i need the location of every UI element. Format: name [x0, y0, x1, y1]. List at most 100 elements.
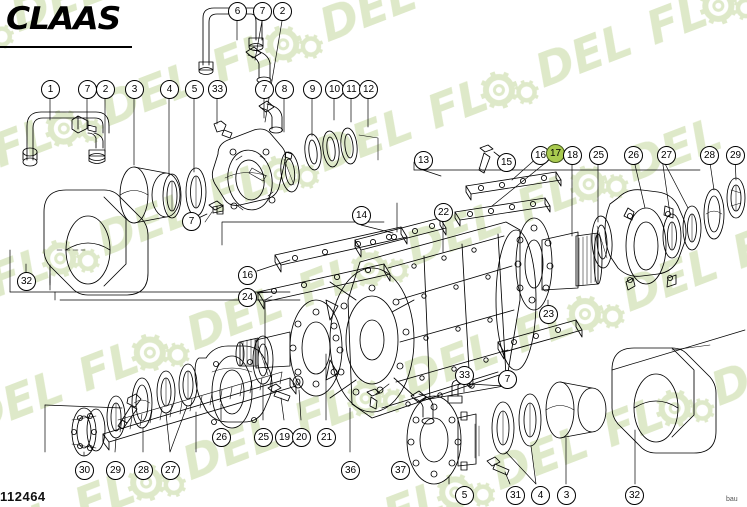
- callout-33[interactable]: 33: [208, 80, 227, 99]
- callout-28[interactable]: 28: [134, 461, 153, 480]
- part-16-raspbar-upper-a: [465, 171, 562, 201]
- callout-label: 18: [566, 149, 579, 161]
- part-7-fitting-a: [71, 115, 97, 134]
- callout-28[interactable]: 28: [700, 146, 719, 165]
- callout-label: 4: [537, 489, 544, 501]
- callout-7[interactable]: 7: [78, 80, 97, 99]
- callout-4[interactable]: 4: [531, 486, 550, 505]
- callout-2[interactable]: 2: [273, 2, 292, 21]
- callout-label: 3: [131, 83, 138, 95]
- callout-31[interactable]: 31: [506, 486, 525, 505]
- callout-15[interactable]: 15: [497, 153, 516, 172]
- callout-label: 12: [362, 83, 375, 95]
- callout-5[interactable]: 5: [455, 486, 474, 505]
- callout-25[interactable]: 25: [254, 428, 273, 447]
- callout-12[interactable]: 12: [359, 80, 378, 99]
- callout-7[interactable]: 7: [498, 370, 517, 389]
- callout-label: 13: [417, 154, 430, 166]
- callout-22[interactable]: 22: [434, 203, 453, 222]
- callout-26[interactable]: 26: [624, 146, 643, 165]
- callout-21[interactable]: 21: [317, 428, 336, 447]
- callout-36[interactable]: 36: [341, 461, 360, 480]
- callout-25[interactable]: 25: [589, 146, 608, 165]
- part-2-elbow-a: [87, 132, 106, 164]
- callout-label: 5: [191, 83, 198, 95]
- callout-29[interactable]: 29: [106, 461, 125, 480]
- callout-4[interactable]: 4: [160, 80, 179, 99]
- callout-label: 7: [84, 83, 91, 95]
- part-7-fitting-bottom: [212, 204, 224, 214]
- callout-3[interactable]: 3: [557, 486, 576, 505]
- callout-label: 2: [102, 83, 109, 95]
- callout-label: 16: [534, 149, 547, 161]
- callout-label: 20: [295, 431, 308, 443]
- callout-30[interactable]: 30: [75, 461, 94, 480]
- callout-label: 28: [703, 149, 716, 161]
- callout-37[interactable]: 37: [391, 461, 410, 480]
- callout-7[interactable]: 7: [182, 212, 201, 231]
- corner-code: bau: [726, 496, 738, 503]
- callout-label: 27: [660, 149, 673, 161]
- part-32-housing-left: [43, 189, 149, 296]
- callout-3[interactable]: 3: [125, 80, 144, 99]
- part-3-bushing: [119, 166, 181, 224]
- part-10-ring: [304, 133, 322, 171]
- callout-label: 37: [394, 464, 407, 476]
- callout-18[interactable]: 18: [563, 146, 582, 165]
- callout-label: 14: [355, 209, 368, 221]
- callout-9[interactable]: 9: [303, 80, 322, 99]
- callout-32[interactable]: 32: [625, 486, 644, 505]
- part-29-bearing-right: [726, 177, 746, 219]
- callout-33[interactable]: 33: [455, 366, 474, 385]
- document-code: 112464: [0, 489, 46, 504]
- part-5-seal: [185, 167, 207, 217]
- part-32-housing-right: [611, 347, 717, 454]
- part-26-bearing-housing-right: [604, 189, 687, 291]
- part-12-ring: [340, 127, 358, 165]
- part-30-bearing: [71, 407, 106, 457]
- callout-23[interactable]: 23: [539, 305, 558, 324]
- callout-8[interactable]: 8: [275, 80, 294, 99]
- callout-7[interactable]: 7: [253, 2, 272, 21]
- callout-1[interactable]: 1: [41, 80, 60, 99]
- callout-24[interactable]: 24: [238, 288, 257, 307]
- callout-13[interactable]: 13: [414, 151, 433, 170]
- callout-2[interactable]: 2: [96, 80, 115, 99]
- callout-14[interactable]: 14: [352, 206, 371, 225]
- callout-27[interactable]: 27: [657, 146, 676, 165]
- callout-label: 8: [281, 83, 288, 95]
- part-28-ring-right: [703, 188, 725, 240]
- callout-label: 7: [261, 83, 268, 95]
- callout-26[interactable]: 26: [212, 428, 231, 447]
- part-5-flange-hub: [406, 395, 480, 485]
- callout-label: 21: [320, 431, 333, 443]
- callout-label: 23: [542, 308, 555, 320]
- callout-7[interactable]: 7: [255, 80, 274, 99]
- callout-label: 15: [500, 156, 513, 168]
- callout-label: 9: [309, 83, 316, 95]
- brand-name: CLAAS: [6, 1, 121, 37]
- callout-5[interactable]: 5: [185, 80, 204, 99]
- callout-label: 33: [211, 83, 224, 95]
- callout-label: 29: [729, 149, 742, 161]
- callout-label: 16: [241, 269, 254, 281]
- part-3-bushing-lower: [545, 381, 607, 439]
- callout-6[interactable]: 6: [228, 2, 247, 21]
- callout-label: 29: [109, 464, 122, 476]
- callout-label: 28: [137, 464, 150, 476]
- callout-label: 7: [259, 5, 266, 17]
- callout-32[interactable]: 32: [17, 272, 36, 291]
- callout-20[interactable]: 20: [292, 428, 311, 447]
- callout-label: 22: [437, 206, 450, 218]
- callout-label: 6: [234, 5, 241, 17]
- part-18-hub-shaft: [514, 217, 603, 311]
- callout-16[interactable]: 16: [238, 266, 257, 285]
- part-8-housing-flange: [211, 128, 286, 211]
- callout-27[interactable]: 27: [161, 461, 180, 480]
- callout-29[interactable]: 29: [726, 146, 745, 165]
- part-27-seal-left-a: [156, 370, 176, 414]
- callout-label: 36: [344, 464, 357, 476]
- callout-label: 2: [279, 5, 286, 17]
- callout-label: 3: [563, 489, 570, 501]
